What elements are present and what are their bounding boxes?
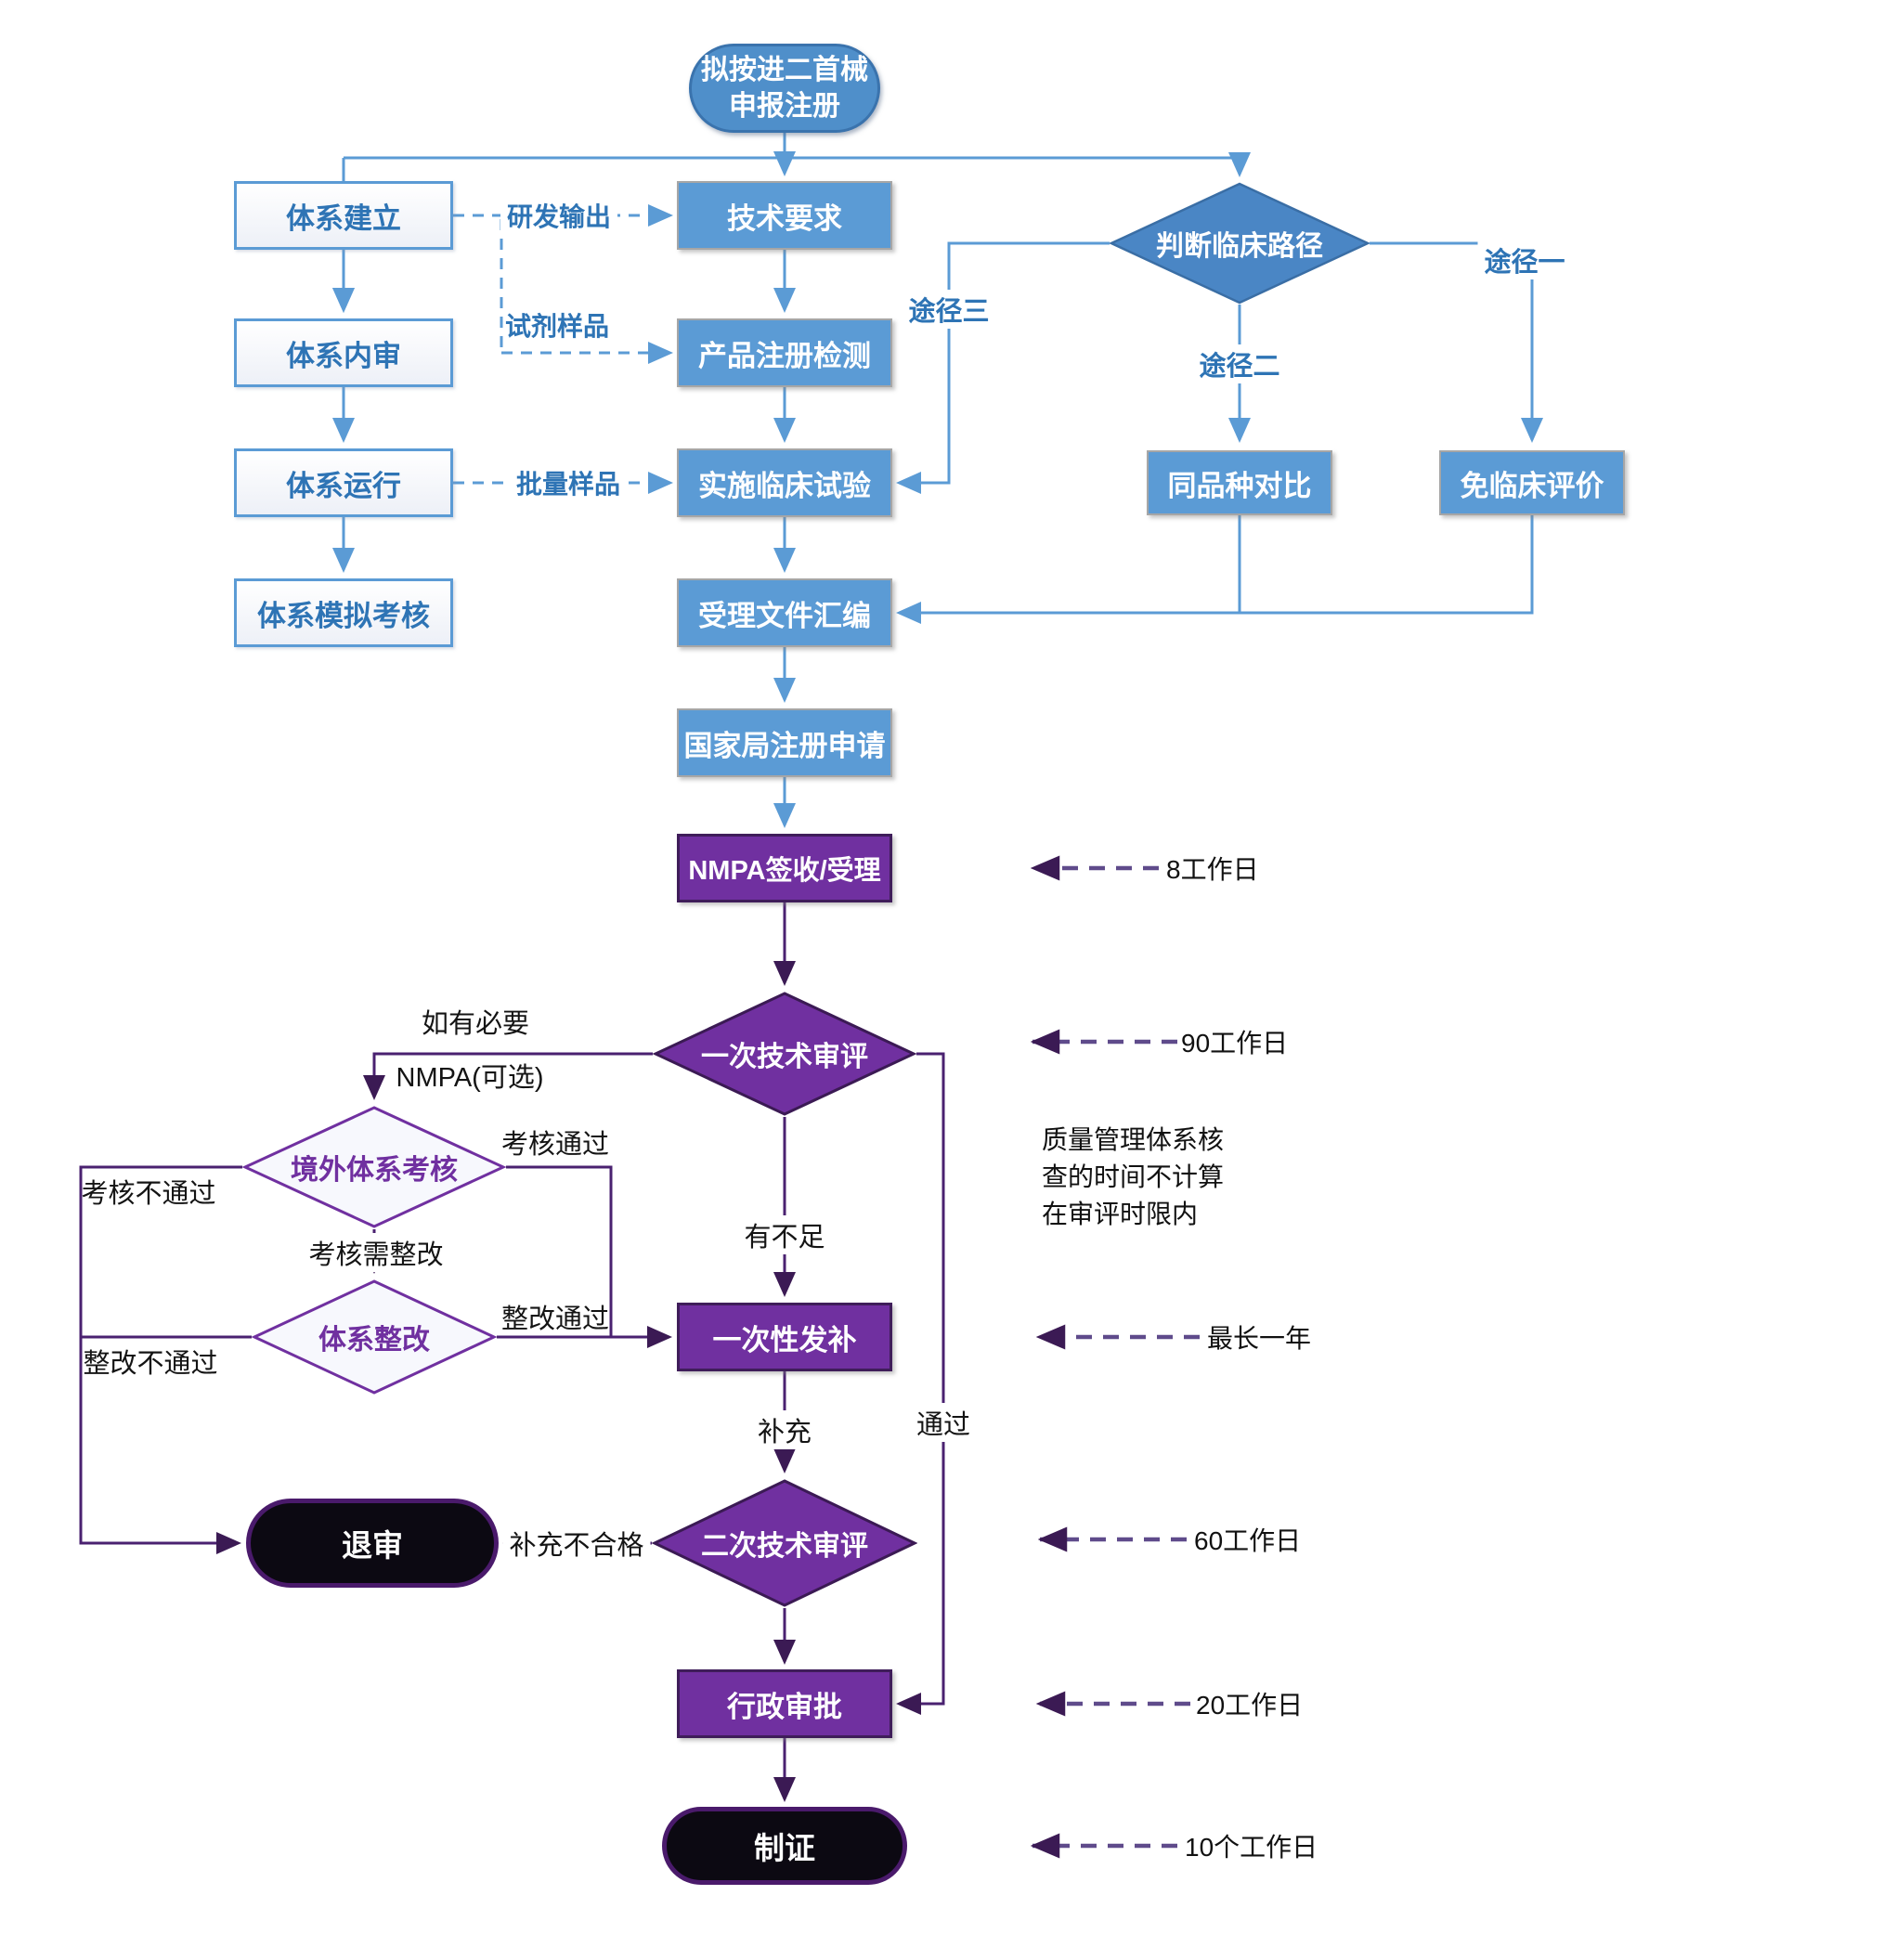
decision-second-technical-review: 二次技术审评 bbox=[652, 1478, 917, 1608]
node-label: 实施临床试验 bbox=[698, 469, 871, 502]
node-clinical-trial: 实施临床试验 bbox=[677, 448, 892, 517]
edge-label-rd-output: 研发输出 bbox=[500, 197, 618, 234]
node-system-mock-assessment: 体系模拟考核 bbox=[234, 578, 453, 647]
edge-label-passed: 通过 bbox=[909, 1403, 978, 1442]
note-line: 查的时间不计算 bbox=[1042, 1162, 1225, 1191]
node-same-variety-comparison: 同品种对比 bbox=[1147, 450, 1332, 515]
decision-overseas-system-assessment: 境外体系考核 bbox=[242, 1105, 506, 1229]
edge-label-path-2: 途径二 bbox=[1192, 344, 1287, 383]
edge-label-supplement-unqualified: 补充不合格 bbox=[502, 1524, 651, 1563]
duration-max-one-year: 最长一年 bbox=[1207, 1324, 1312, 1353]
edge-label-assessment-failed: 考核不通过 bbox=[81, 1179, 216, 1209]
edge-label-if-necessary: 如有必要 bbox=[421, 1009, 530, 1039]
qms-inspection-note: 质量管理体系核 查的时间不计算 在审评时限内 bbox=[1042, 1122, 1224, 1233]
node-administrative-approval: 行政审批 bbox=[677, 1669, 892, 1738]
duration-8-working-days: 8工作日 bbox=[1166, 855, 1259, 884]
node-technical-requirements: 技术要求 bbox=[677, 181, 892, 250]
decision-system-rectification: 体系整改 bbox=[252, 1279, 497, 1395]
edge-label-path-1: 途径一 bbox=[1477, 240, 1572, 279]
node-label: 同品种对比 bbox=[1167, 469, 1312, 502]
edge-label-rectification-passed: 整改通过 bbox=[500, 1305, 610, 1334]
edge-label-supplement: 补充 bbox=[750, 1410, 819, 1449]
node-label: 体系模拟考核 bbox=[257, 599, 430, 632]
node-system-internal-audit: 体系内审 bbox=[234, 318, 453, 387]
node-label: 受理文件汇编 bbox=[698, 599, 871, 632]
blue-dashed-lines bbox=[453, 204, 673, 494]
edge-label-batch-sample: 批量样品 bbox=[509, 464, 628, 501]
node-label: 退审 bbox=[342, 1528, 403, 1563]
node-label: 境外体系考核 bbox=[291, 1155, 458, 1186]
edge-label-path-3: 途径三 bbox=[902, 290, 996, 329]
node-label: 体系整改 bbox=[318, 1325, 430, 1356]
note-line: 质量管理体系核 bbox=[1042, 1125, 1225, 1154]
start-label-line2: 申报注册 bbox=[729, 91, 840, 122]
node-nmpa-acceptance: NMPA签收/受理 bbox=[677, 834, 892, 902]
decision-clinical-path: 判断临床路径 bbox=[1110, 182, 1370, 305]
note-line: 在审评时限内 bbox=[1042, 1200, 1199, 1228]
decision-first-technical-review: 一次技术审评 bbox=[653, 991, 916, 1117]
node-product-registration-testing: 产品注册检测 bbox=[677, 318, 892, 387]
node-label: 行政审批 bbox=[727, 1690, 842, 1723]
edge-label-reagent-sample: 试剂样品 bbox=[504, 312, 610, 341]
diamond-shape bbox=[653, 992, 916, 1116]
duration-10-working-days: 10个工作日 bbox=[1185, 1833, 1318, 1862]
node-label: 国家局注册申请 bbox=[683, 729, 886, 762]
node-label: 一次性发补 bbox=[712, 1323, 857, 1356]
terminal-rejection: 退审 bbox=[246, 1499, 499, 1588]
node-label: 技术要求 bbox=[727, 201, 842, 235]
node-label: 体系内审 bbox=[286, 339, 401, 372]
node-nmpa-application: 国家局注册申请 bbox=[677, 708, 892, 777]
diamond-shape bbox=[1110, 182, 1370, 305]
node-system-operation: 体系运行 bbox=[234, 448, 453, 517]
start-oval: 拟按进二首械 申报注册 bbox=[689, 44, 880, 133]
edge-label-rectification-failed: 整改不通过 bbox=[83, 1349, 218, 1379]
node-label: 产品注册检测 bbox=[698, 339, 871, 372]
node-label: NMPA签收/受理 bbox=[688, 856, 881, 886]
node-label: 一次技术审评 bbox=[701, 1042, 868, 1072]
duration-annotation-arrows bbox=[1030, 855, 1200, 1859]
edge-label-assessment-needs-rectification: 考核需整改 bbox=[302, 1233, 450, 1272]
duration-90-working-days: 90工作日 bbox=[1181, 1029, 1289, 1058]
diamond-shape bbox=[652, 1479, 917, 1607]
edge-label-assessment-passed: 考核通过 bbox=[500, 1130, 610, 1160]
node-clinical-evaluation-exemption: 免临床评价 bbox=[1439, 450, 1625, 515]
edge-label-deficiencies-found: 有不足 bbox=[737, 1215, 832, 1254]
node-label: 免临床评价 bbox=[1460, 469, 1604, 502]
node-system-setup: 体系建立 bbox=[234, 181, 453, 250]
node-one-time-supplement: 一次性发补 bbox=[677, 1303, 892, 1371]
node-acceptance-dossier: 受理文件汇编 bbox=[677, 578, 892, 647]
node-label: 体系建立 bbox=[286, 201, 401, 235]
node-label: 制证 bbox=[754, 1831, 815, 1865]
node-label: 体系运行 bbox=[286, 469, 401, 502]
start-label-line1: 拟按进二首械 bbox=[701, 55, 868, 85]
node-label: 二次技术审评 bbox=[701, 1531, 868, 1562]
node-label: 判断临床路径 bbox=[1156, 231, 1323, 262]
diamond-shape bbox=[242, 1106, 506, 1228]
duration-20-working-days: 20工作日 bbox=[1196, 1691, 1304, 1720]
edge-label-nmpa-optional: NMPA(可选) bbox=[396, 1063, 544, 1093]
terminal-certificate-issuance: 制证 bbox=[662, 1807, 907, 1885]
duration-60-working-days: 60工作日 bbox=[1194, 1526, 1302, 1555]
diamond-shape bbox=[252, 1279, 497, 1395]
